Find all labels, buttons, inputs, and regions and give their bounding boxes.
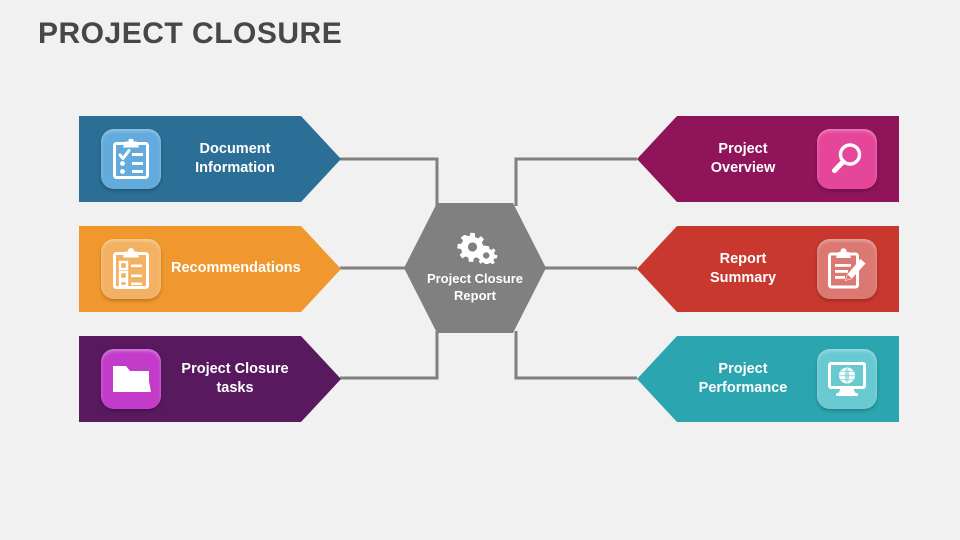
monitor-globe-glyph <box>828 362 866 396</box>
clipboard-tasks-icon <box>101 239 161 299</box>
gears-icon <box>452 232 498 264</box>
clipboard-tasks-glyph <box>113 248 149 289</box>
connector-left-bottom <box>340 331 439 380</box>
page-title: PROJECT CLOSURE <box>38 17 343 50</box>
clipboard-checklist-glyph <box>113 139 149 179</box>
folder-glyph <box>113 366 151 392</box>
chevron-project-closure-tasks[interactable]: Project Closure tasks <box>79 336 341 422</box>
magnifier-glyph <box>832 143 862 174</box>
chevron-recommendations[interactable]: Recommendations <box>79 226 341 312</box>
magnifier-icon <box>817 129 877 189</box>
chevron-label: Recommendations <box>171 260 301 277</box>
chevron-label: Report Summary <box>709 250 777 286</box>
connector-left-top <box>340 157 439 206</box>
gears-glyph <box>457 232 498 264</box>
monitor-globe-icon <box>817 349 877 409</box>
chevron-label: Document Information <box>195 140 275 176</box>
center-hexagon-project-closure-report[interactable]: Project Closure Report <box>404 203 546 333</box>
chevron-label: Project Overview <box>710 140 776 176</box>
connector-right-top <box>514 157 637 206</box>
chevron-label: Project Closure tasks <box>181 360 289 396</box>
clipboard-checklist-icon <box>101 129 161 189</box>
chevron-report-summary[interactable]: Report Summary <box>637 226 899 312</box>
chevron-label: Project Performance <box>698 360 788 396</box>
connector-right-bottom <box>514 331 637 380</box>
clipboard-pencil-icon <box>817 239 877 299</box>
chevron-project-performance[interactable]: Project Performance <box>637 336 899 422</box>
center-hexagon-label: Project Closure Report <box>426 270 524 303</box>
chevron-project-overview[interactable]: Project Overview <box>637 116 899 202</box>
chevron-document-information[interactable]: Document Information <box>79 116 341 202</box>
clipboard-pencil-glyph <box>828 248 866 289</box>
folder-icon <box>101 349 161 409</box>
